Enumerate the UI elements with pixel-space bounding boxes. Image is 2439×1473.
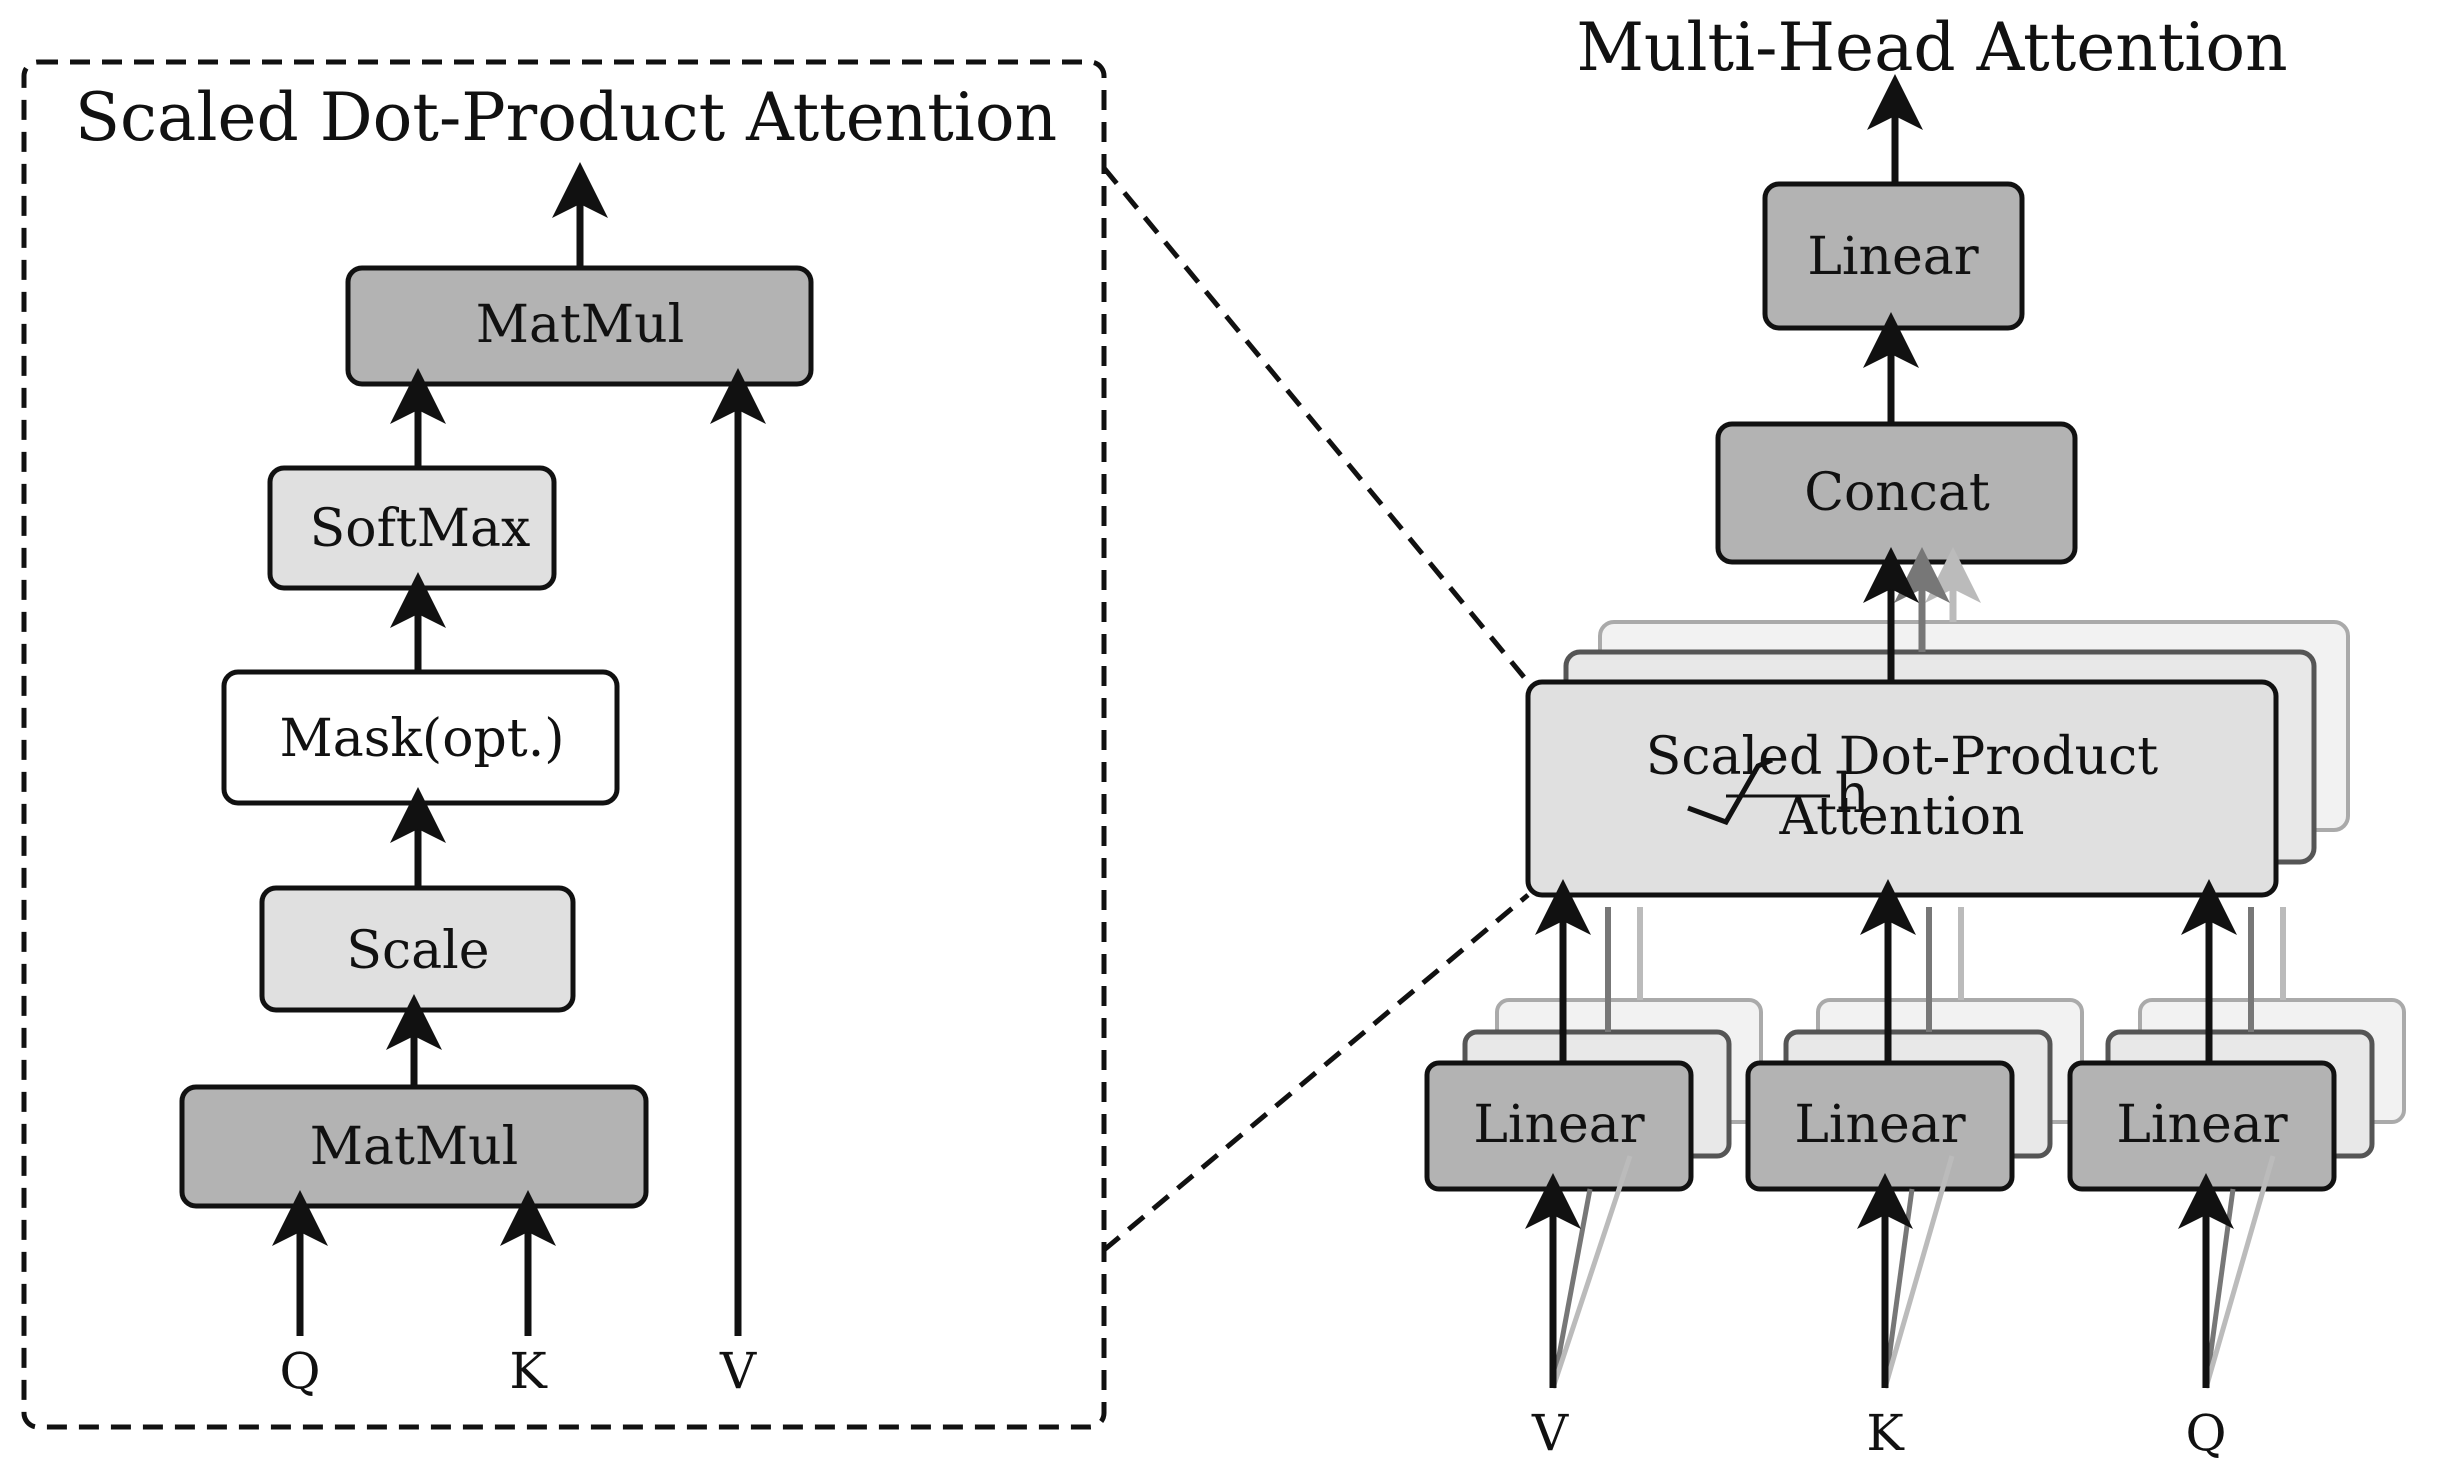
sdpa-panel: Scaled Dot-Product Attention MatMul Soft… — [21, 59, 1107, 1430]
scale-block: Scale — [259, 885, 576, 1013]
scale-label: Scale — [346, 921, 489, 981]
zoom-connector-bottom — [1102, 893, 1530, 1252]
k-mha-input-label: K — [1866, 1404, 1905, 1462]
q-input-label: Q — [280, 1342, 321, 1400]
sdpa-panel-border — [21, 59, 1107, 1430]
zoom-connector-top — [1102, 166, 1530, 684]
mha-panel: Multi-Head Attention Linear Concat Scale… — [1424, 9, 2406, 1462]
attention-head-stack: Scaled Dot-Product Attention h — [1525, 547, 2350, 898]
sdpa-panel-title: Scaled Dot-Product Attention — [75, 79, 1057, 156]
v-mha-input-label: V — [1531, 1404, 1569, 1462]
q-mha-input-label: Q — [2186, 1404, 2227, 1462]
softmax-label: SoftMax — [310, 499, 531, 559]
matmul-top-label: MatMul — [476, 295, 685, 355]
softmax-block: SoftMax — [267, 465, 557, 591]
zoom-connectors — [1102, 166, 1530, 1252]
linear-output-block: Linear — [1762, 181, 2025, 331]
concat-block: Concat — [1715, 421, 2078, 565]
heads-bracket — [1687, 757, 1773, 826]
mask-label: Mask(opt.) — [279, 709, 564, 769]
input-fan-lines — [1550, 1155, 2276, 1389]
concat-label: Concat — [1804, 463, 1990, 523]
matmul-bottom-label: MatMul — [310, 1117, 519, 1177]
linear-v-block: Linear — [1424, 1060, 1694, 1192]
sdpa-block-line1: Scaled Dot-Product — [1646, 727, 2158, 787]
matmul-top-block: MatMul — [345, 265, 814, 387]
linear-q-block: Linear — [2067, 1060, 2337, 1192]
linear-output-label: Linear — [1807, 227, 1978, 287]
linear-q-label: Linear — [2116, 1095, 2287, 1155]
heads-label: h — [1835, 762, 1870, 825]
v-input-label: V — [719, 1342, 757, 1400]
linear-k-block: Linear — [1745, 1060, 2015, 1192]
mask-block: Mask(opt.) — [221, 669, 620, 806]
linear-k-label: Linear — [1794, 1095, 1965, 1155]
matmul-bottom-block: MatMul — [179, 1084, 649, 1209]
mha-panel-title: Multi-Head Attention — [1576, 9, 2287, 86]
linear-v-label: Linear — [1473, 1095, 1644, 1155]
sdpa-block: Scaled Dot-Product Attention — [1525, 679, 2279, 898]
ghost-linear-arrows — [1605, 907, 2286, 1032]
k-input-label: K — [509, 1342, 548, 1400]
